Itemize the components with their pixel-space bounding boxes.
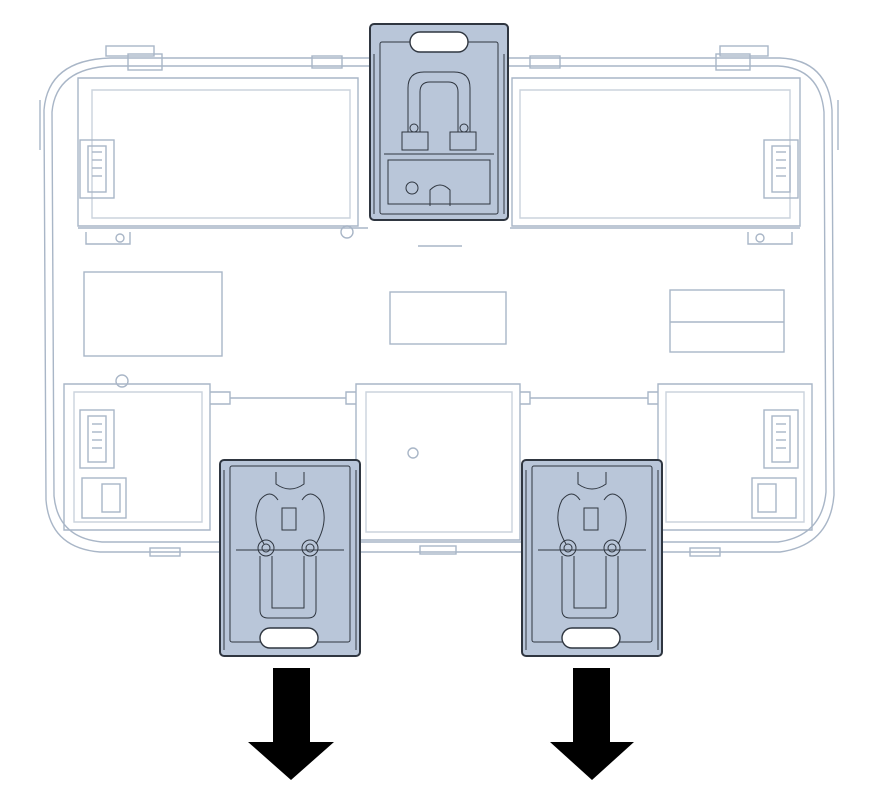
upper-hole <box>340 225 354 239</box>
left-bracket <box>85 232 131 245</box>
top-tab <box>529 55 561 69</box>
lower-center-inner <box>365 391 513 533</box>
clip-pin <box>409 123 419 133</box>
clip-leg <box>271 556 305 609</box>
clip-body <box>219 459 361 657</box>
clip-screw <box>405 181 419 195</box>
lower-center-compartment <box>355 383 521 541</box>
upper-right-inner <box>519 89 791 219</box>
upper-right-compartment <box>511 77 801 227</box>
clip-pin <box>459 123 469 133</box>
device-housing <box>39 45 839 557</box>
clip-leg <box>259 556 317 619</box>
clip-leg <box>573 556 607 609</box>
top-tab <box>715 53 751 71</box>
clip-center-slot <box>281 507 297 531</box>
left-connector <box>81 477 127 519</box>
clip-spring <box>557 493 581 545</box>
direction-arrows <box>248 668 634 780</box>
left-upper-latch <box>79 139 115 199</box>
clip-pin <box>607 543 617 553</box>
right-connector <box>751 477 797 519</box>
clip-pin <box>603 539 621 557</box>
lower-center-hole <box>407 447 419 459</box>
clip-spring <box>407 71 471 132</box>
clip-lower-panel <box>387 159 491 205</box>
clip-grip-slot <box>561 627 621 649</box>
label-area-right <box>669 289 785 353</box>
clip-grip-slot <box>259 627 319 649</box>
lower-right-compartment <box>657 383 813 531</box>
notch <box>345 391 356 405</box>
clip-spring <box>419 81 459 132</box>
lower-left-compartment <box>63 383 211 531</box>
right-lower-latch <box>763 409 799 469</box>
upper-left-inner <box>91 89 351 219</box>
clip-pin <box>257 539 275 557</box>
clip-leg <box>561 556 619 619</box>
clip-center-slot <box>583 507 599 531</box>
label-area-left <box>83 271 223 357</box>
top-tab <box>311 55 343 69</box>
bottom-tab <box>149 547 181 557</box>
clip-grip-slot <box>409 31 469 53</box>
clip-notch <box>577 472 607 490</box>
notch <box>647 391 658 405</box>
clip-spring <box>301 493 325 545</box>
clip-spring <box>603 493 627 545</box>
clip-pin <box>563 543 573 553</box>
left-bracket-hole <box>115 233 125 243</box>
clip-body <box>369 23 509 221</box>
clip-pin <box>559 539 577 557</box>
right-upper-latch <box>763 139 799 199</box>
clip-spring <box>255 493 279 545</box>
housing-inner-rim <box>51 65 827 543</box>
lower-left-inner <box>73 391 203 523</box>
right-bracket-hole <box>755 233 765 243</box>
upper-left-compartment <box>77 77 359 227</box>
down-arrow-icon <box>550 668 634 780</box>
clip-pin <box>261 543 271 553</box>
right-bracket <box>747 232 793 245</box>
clip-pin <box>301 539 319 557</box>
clip-body <box>521 459 663 657</box>
clip-notch <box>429 184 451 206</box>
bottom-right-clip <box>521 459 663 657</box>
top-clip <box>369 23 509 221</box>
notch <box>210 391 231 405</box>
lower-right-inner <box>665 391 805 523</box>
top-tab <box>105 45 155 57</box>
down-arrow-icon <box>248 668 334 780</box>
label-area-center <box>389 291 507 345</box>
bottom-left-clip <box>219 459 361 657</box>
clip-pin <box>305 543 315 553</box>
notch <box>520 391 531 405</box>
top-tab <box>719 45 769 57</box>
housing-outline <box>43 57 835 553</box>
bottom-tab <box>689 547 721 557</box>
left-lower-latch <box>79 409 115 469</box>
top-tab <box>127 53 163 71</box>
bottom-tab <box>419 545 457 555</box>
clip-notch <box>275 472 305 490</box>
lower-left-hole <box>115 374 129 388</box>
